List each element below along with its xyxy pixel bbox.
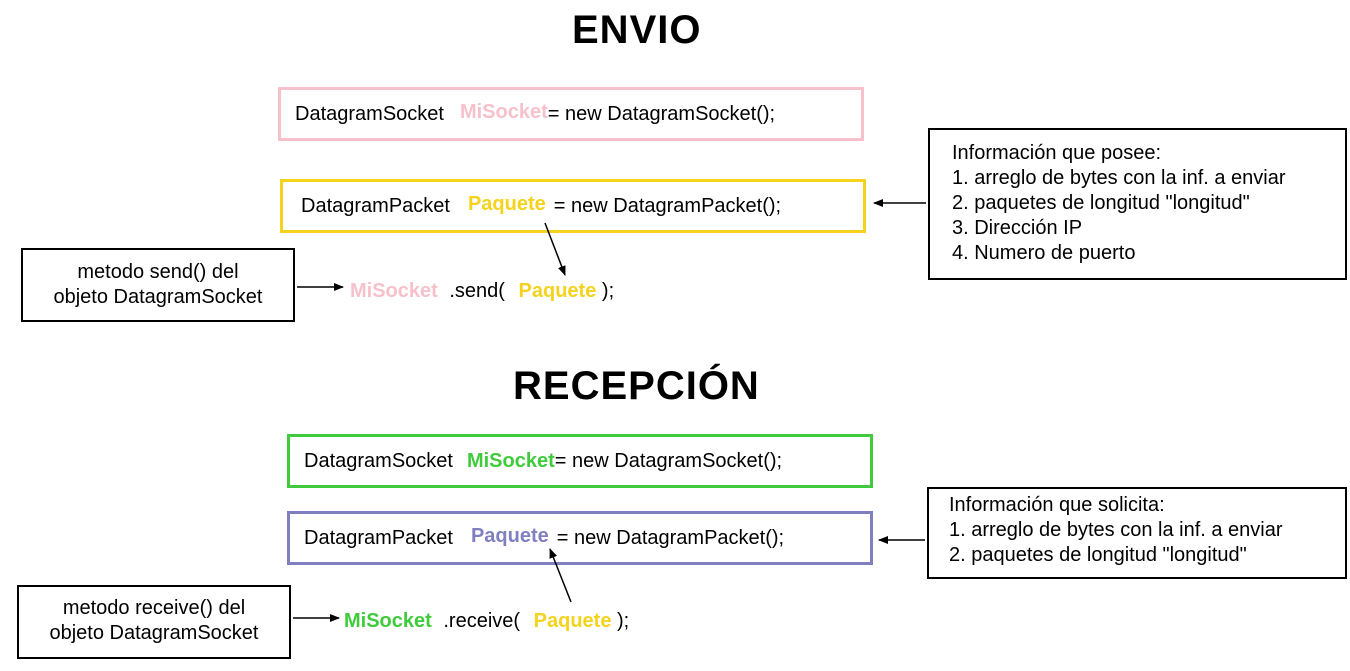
envio-send-call: MiSocket .send( Paquete ); [350,280,614,303]
note-line: objeto DatagramSocket [53,286,263,308]
socket-var-name: MiSocket [466,449,555,472]
recepcion-info-box: Información que solicita: 1. arreglo de … [927,487,1347,579]
call-method: .receive( [443,610,521,632]
call-close: ); [601,280,615,302]
arrow-receive-to-paquete [549,548,572,603]
call-object: MiSocket [344,610,432,632]
recepcion-receive-call: MiSocket .receive( Paquete ); [344,610,629,633]
packet-assignment: = new DatagramPacket(); [556,526,785,549]
call-object: MiSocket [350,280,438,302]
envio-packet-box: DatagramPacket Paquete = new DatagramPac… [280,179,866,233]
info-item: 2. paquetes de longitud "longitud" [949,544,1247,566]
info-item: 4. Numero de puerto [952,242,1136,264]
info-heading: Información que posee: [952,142,1162,164]
recepcion-method-note: metodo receive() del objeto DatagramSock… [17,585,291,659]
socket-class-name: DatagramSocket [295,102,444,125]
packet-var-name: Paquete [467,192,546,215]
note-line: metodo send() del [77,261,239,283]
packet-var-name: Paquete [470,524,549,547]
info-item: 1. arreglo de bytes con la inf. a enviar [949,519,1283,541]
recepcion-socket-box: DatagramSocket MiSocket = new DatagramSo… [287,434,873,488]
recepcion-title: RECEPCIÓN [513,364,760,408]
note-line: objeto DatagramSocket [49,622,259,644]
note-line: metodo receive() del [62,597,246,619]
call-close: ); [617,610,630,632]
info-item: 1. arreglo de bytes con la inf. a enviar [952,167,1286,189]
info-item: 3. Dirección IP [952,217,1083,239]
envio-socket-box: DatagramSocket MiSocket = new DatagramSo… [278,87,864,141]
packet-class-name: DatagramPacket [304,526,453,549]
call-method: .send( [449,280,505,302]
packet-assignment: = new DatagramPacket(); [553,194,782,217]
call-argument: Paquete [533,610,612,632]
envio-title: ENVIO [572,8,702,52]
socket-assignment: = new DatagramSocket(); [547,102,776,125]
arrow-paquete-to-send [544,222,566,276]
socket-assignment: = new DatagramSocket(); [554,449,783,472]
envio-method-note: metodo send() del objeto DatagramSocket [21,248,295,322]
info-item: 2. paquetes de longitud "longitud" [952,192,1250,214]
socket-class-name: DatagramSocket [304,449,453,472]
info-heading: Información que solicita: [949,494,1165,516]
call-argument: Paquete [518,280,597,302]
socket-var-name: MiSocket [459,100,548,123]
packet-class-name: DatagramPacket [301,194,450,217]
envio-info-box: Información que posee: 1. arreglo de byt… [928,128,1347,280]
recepcion-packet-box: DatagramPacket Paquete = new DatagramPac… [287,511,873,565]
